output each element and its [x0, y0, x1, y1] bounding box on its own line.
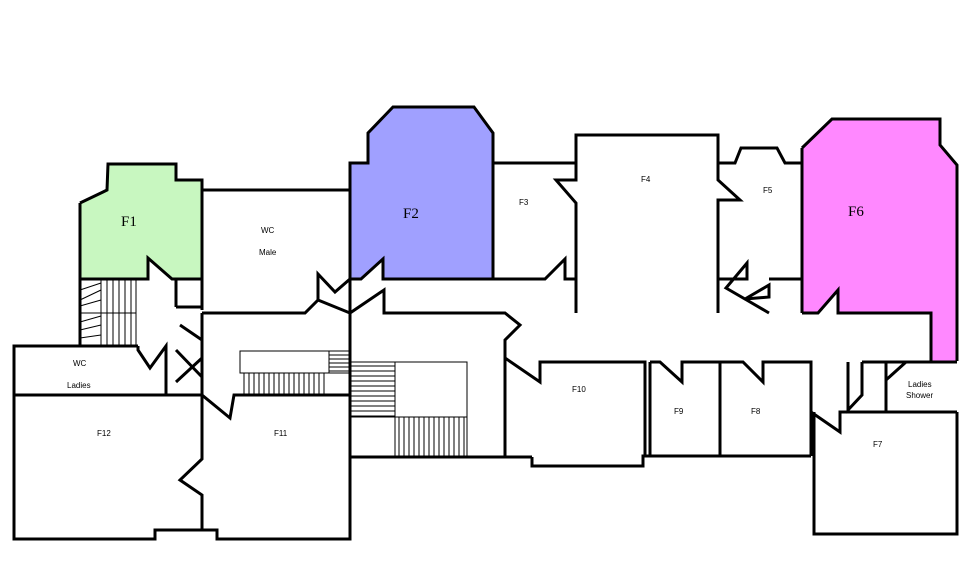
room-f6[interactable] — [802, 119, 957, 361]
room-label-f1: F1 — [121, 214, 137, 230]
room-label-f5: F5 — [763, 186, 773, 195]
room-label-f6: F6 — [848, 204, 864, 220]
room-label-f10: F10 — [572, 385, 586, 394]
room-f2[interactable] — [350, 107, 493, 279]
room-label-f7: F7 — [873, 440, 883, 449]
room-label-f8: F8 — [751, 407, 761, 416]
room-label-f12: F12 — [97, 429, 111, 438]
room-label-f9: F9 — [674, 407, 684, 416]
ladies-shower-title: Ladies — [908, 380, 932, 389]
room-label-f3: F3 — [519, 198, 529, 207]
room-f1[interactable] — [80, 164, 202, 279]
wc-ladies-subtitle: Ladies — [67, 381, 91, 390]
room-label-f4: F4 — [641, 175, 651, 184]
wc-male-subtitle: Male — [259, 248, 277, 257]
wc-ladies-title: WC — [73, 359, 87, 368]
wc-male-title: WC — [261, 226, 275, 235]
stairs-center — [239, 350, 468, 457]
room-label-f2: F2 — [403, 206, 419, 222]
walls — [12, 105, 959, 541]
room-label-f11: F11 — [274, 429, 288, 438]
stairs-left — [79, 279, 137, 346]
ladies-shower-subtitle: Shower — [906, 391, 933, 400]
